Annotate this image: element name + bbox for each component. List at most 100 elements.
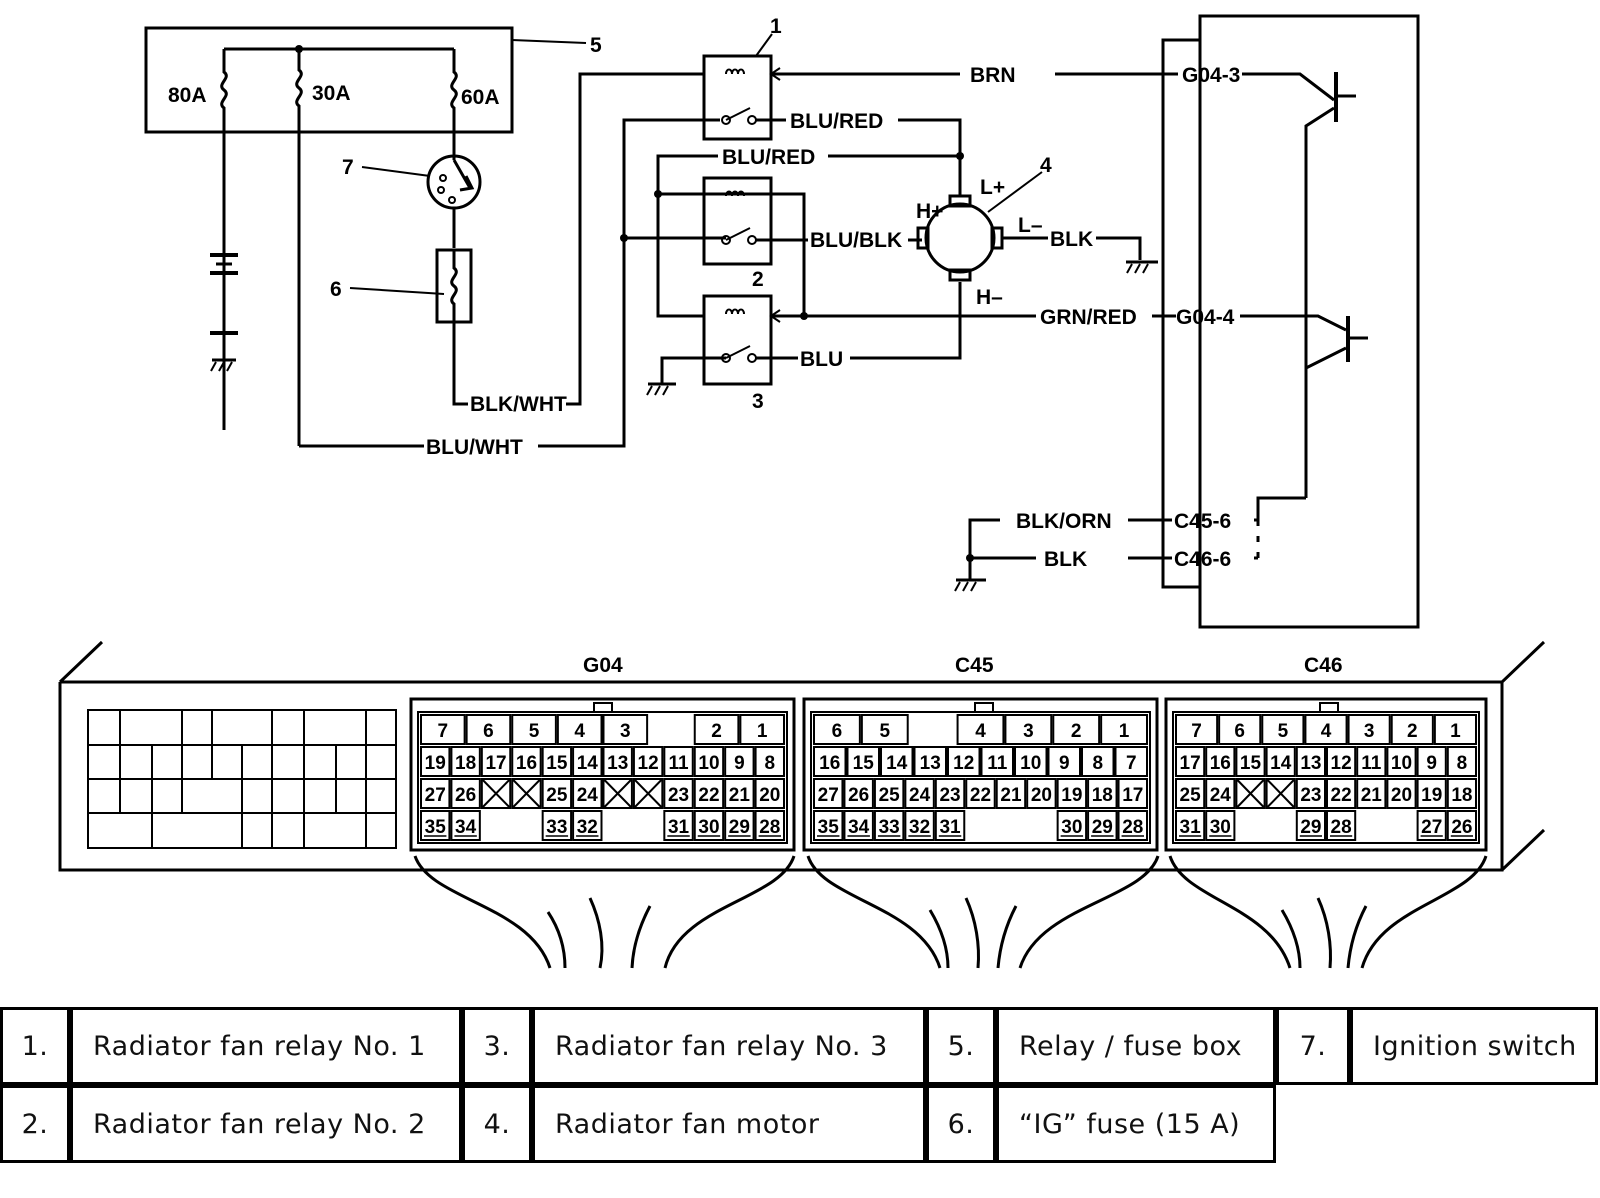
pin-number: 21	[729, 785, 751, 806]
pin-number: 22	[1331, 785, 1352, 806]
pin-cell	[1416, 810, 1447, 841]
pin-number: 20	[759, 785, 780, 806]
wire-blu: BLU	[800, 348, 843, 371]
pin-cell	[480, 746, 512, 777]
pin-cell	[663, 810, 694, 841]
pin-cell	[511, 746, 542, 777]
pin-number: 35	[425, 817, 447, 838]
pin-number: 7	[1191, 721, 1202, 742]
harness-lines	[413, 855, 1488, 969]
pin-number: 26	[1451, 817, 1472, 838]
pin-cell	[1175, 746, 1206, 777]
pin-number: 31	[939, 817, 961, 838]
legend-num-4: 4.	[462, 1085, 532, 1163]
pin-cell	[541, 778, 573, 809]
motor-terminal-h-plus: H+	[916, 200, 943, 223]
pin-cell	[602, 746, 633, 777]
pin-number: 2	[1071, 721, 1082, 742]
pin-cell	[1100, 714, 1148, 745]
pin-cell	[1175, 810, 1206, 841]
pin-cell	[450, 746, 481, 777]
pin-cell	[1014, 746, 1048, 777]
legend-text-1: Radiator fan relay No. 1	[70, 1007, 462, 1085]
pin-number: 31	[668, 817, 690, 838]
pin-cell	[663, 746, 694, 777]
pin-cell	[693, 746, 725, 777]
pin-cell	[480, 778, 512, 809]
pin-number: 11	[668, 753, 689, 774]
pin-cell	[1356, 746, 1387, 777]
connector-c45-title: C45	[955, 654, 994, 677]
callout-1: 1	[770, 15, 782, 38]
pin-cell	[1446, 778, 1478, 809]
connector-g04	[409, 697, 796, 852]
pin-cell	[843, 810, 874, 841]
pin-cell	[860, 714, 909, 745]
wire-blk-wht: BLK/WHT	[470, 393, 567, 416]
pin-number: 32	[577, 817, 598, 838]
legend-text-7: Ignition switch	[1350, 1007, 1598, 1085]
fuse-30a-label: 30A	[312, 82, 351, 105]
pin-number: 14	[577, 753, 599, 774]
pin-cell	[1205, 778, 1236, 809]
pin-cell	[1390, 714, 1434, 745]
pin-cell	[1265, 778, 1296, 809]
wire-grn-red: GRN/RED	[1040, 306, 1137, 329]
pin-number: 17	[1180, 753, 1201, 774]
pin-number: 19	[425, 753, 446, 774]
legend-text-6: “IG” fuse (15 A)	[996, 1085, 1276, 1163]
relay-1	[702, 54, 773, 141]
pin-number: 25	[879, 785, 901, 806]
pin-number: 25	[546, 785, 568, 806]
pin-number: 32	[909, 817, 930, 838]
pin-number: 26	[848, 785, 869, 806]
blank-pin-icon	[512, 779, 541, 808]
pin-cell	[1235, 746, 1266, 777]
pin-cell	[1052, 714, 1101, 745]
pin-number: 6	[483, 721, 494, 742]
wire-blu-red-1: BLU/RED	[790, 110, 883, 133]
motor-terminal-l-minus: L–	[1018, 214, 1043, 237]
pin-number: 3	[1023, 721, 1034, 742]
pin-number: 22	[698, 785, 719, 806]
pin-number: 29	[1092, 817, 1113, 838]
pin-cell	[739, 714, 785, 745]
relay-fuse-box	[144, 26, 514, 134]
pin-cell	[813, 778, 844, 809]
pin-cell	[724, 810, 755, 841]
pin-number: 1	[757, 721, 768, 742]
pin-cell	[724, 746, 755, 777]
legend-num-1: 1.	[0, 1007, 70, 1085]
pin-cell	[1114, 746, 1148, 777]
wire-blu-red-2: BLU/RED	[722, 146, 815, 169]
pin-cell	[1295, 778, 1327, 809]
pin-cell	[1295, 746, 1327, 777]
pin-number: 12	[1331, 753, 1352, 774]
pin-number: 31	[1180, 817, 1202, 838]
pin-number: 21	[1361, 785, 1383, 806]
legend-text-5: Relay / fuse box	[996, 1007, 1276, 1085]
pin-cell	[572, 746, 603, 777]
pin-number: 7	[438, 721, 449, 742]
legend-num-6: 6.	[926, 1085, 996, 1163]
pin-cell	[754, 746, 785, 777]
pin-cell	[1326, 778, 1357, 809]
pin-number: 21	[1000, 785, 1022, 806]
transistor-2	[1240, 314, 1368, 370]
pin-number: 16	[819, 753, 840, 774]
pin-number: 18	[1451, 785, 1472, 806]
pin-cell	[873, 778, 905, 809]
pin-number: 34	[848, 817, 870, 838]
wire-blk-ecm: BLK	[1044, 548, 1087, 571]
pin-cell	[965, 778, 996, 809]
pin-number: 1	[1119, 721, 1130, 742]
pin-cell	[813, 746, 847, 777]
pin-cell	[1416, 746, 1447, 777]
pin-cell	[450, 778, 481, 809]
pin-cell	[1356, 778, 1387, 809]
transistor-1	[1242, 72, 1356, 498]
pin-number: 14	[886, 753, 908, 774]
pin-cell	[724, 778, 755, 809]
